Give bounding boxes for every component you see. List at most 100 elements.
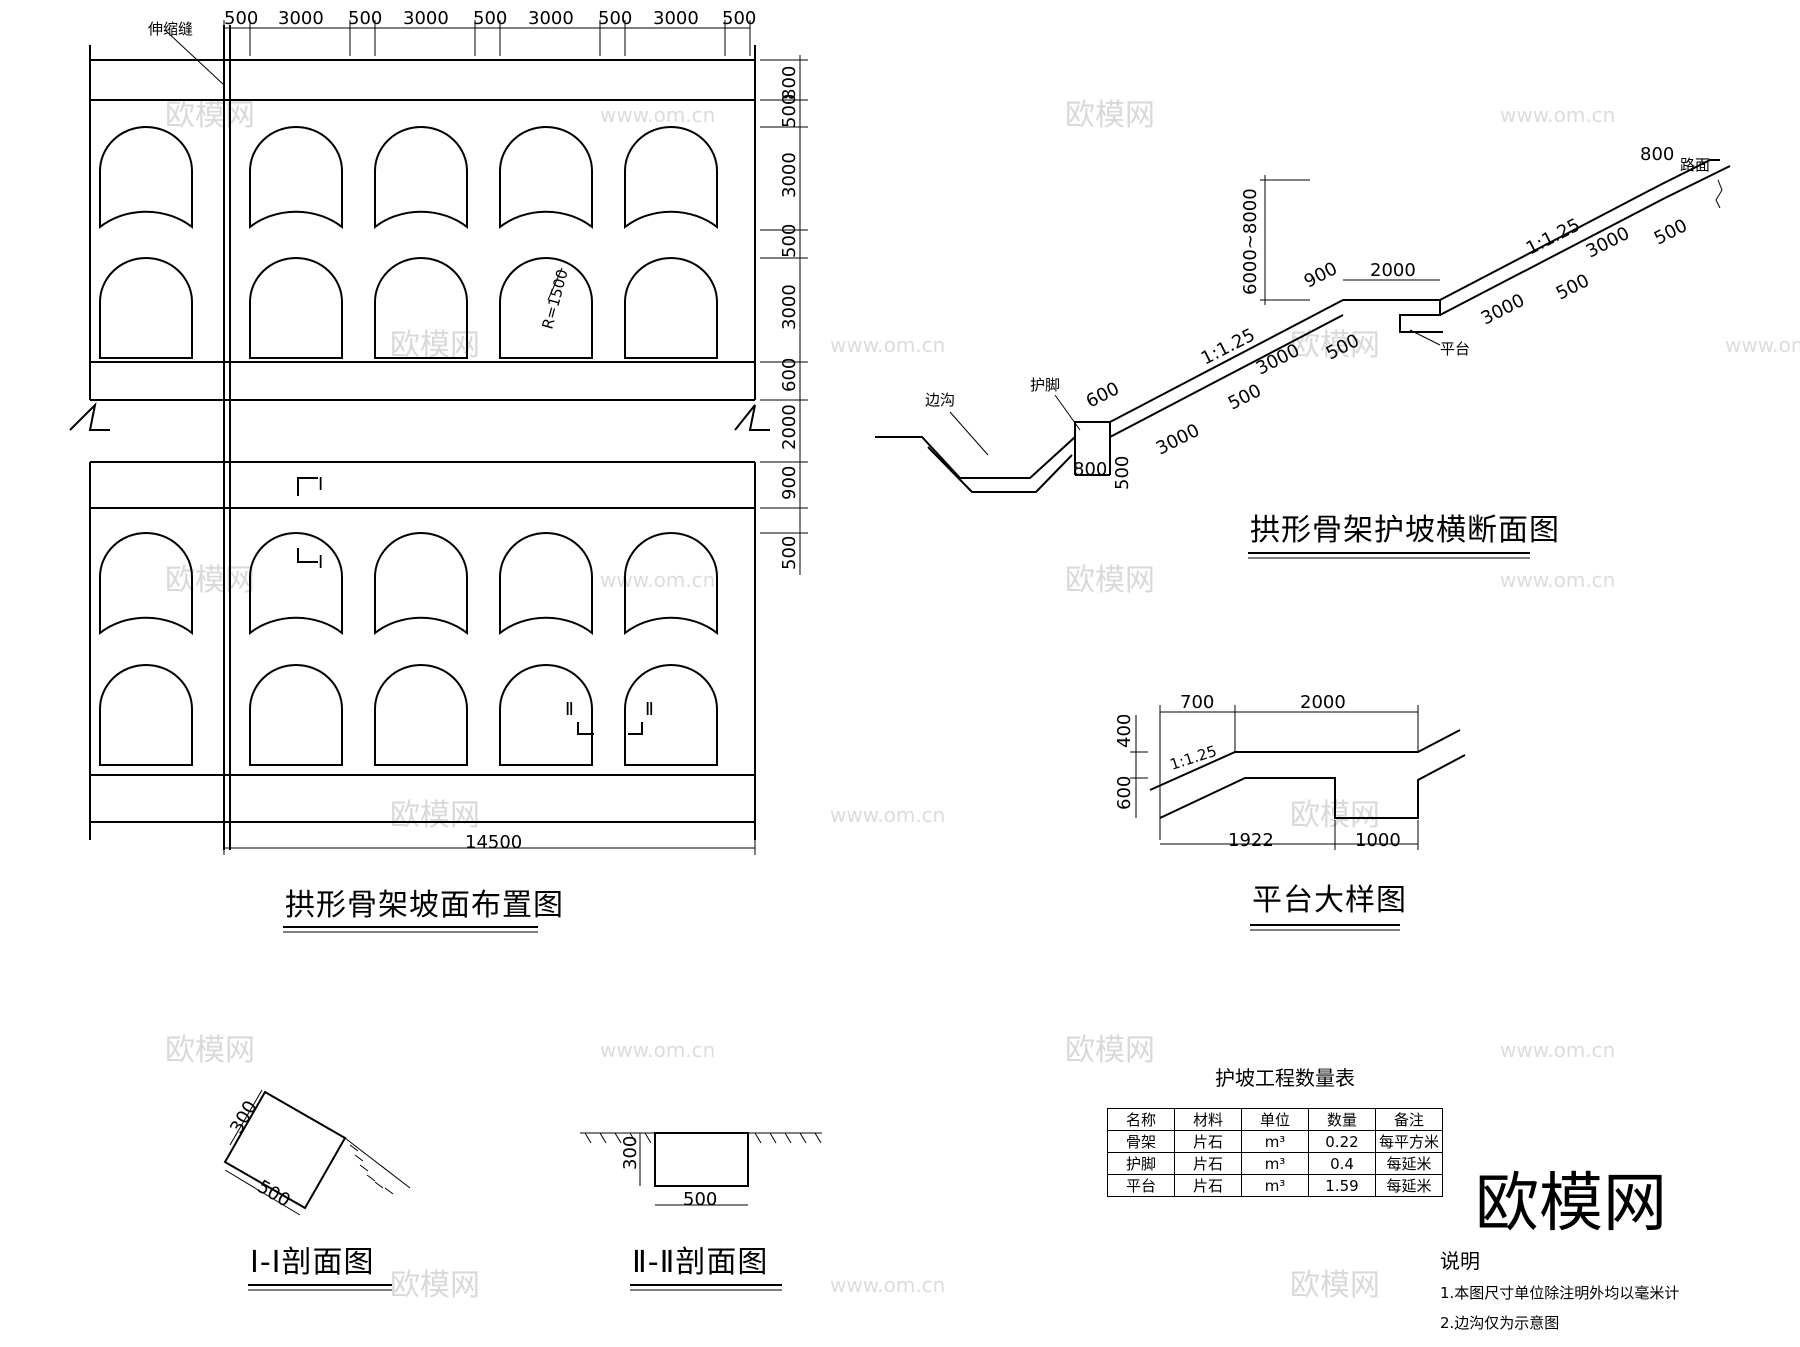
section-mark-1: I <box>318 474 323 495</box>
table-header-cell: 备注 <box>1375 1108 1443 1131</box>
quantity-table: 名称 材料 单位 数量 备注 骨架 片石 m³ 0.22 每平方米 护脚 片石 … <box>1107 1108 1443 1197</box>
section-mark-2: Ⅱ <box>645 699 654 720</box>
plan-top-dim: 500 <box>473 8 507 29</box>
notes-heading: 说明 <box>1440 1249 1480 1273</box>
table-cell: 片石 <box>1174 1174 1242 1197</box>
table-row: 骨架 片石 m³ 0.22 每平方米 <box>1107 1130 1443 1153</box>
watermark-url: www.om.cn <box>1725 333 1800 357</box>
table-cell: m³ <box>1241 1152 1309 1175</box>
plan-top-dim: 500 <box>224 8 258 29</box>
watermark-url: www.om.cn <box>600 103 715 127</box>
cross-dim: 900 <box>1301 258 1341 292</box>
table-header-cell: 名称 <box>1107 1108 1175 1131</box>
plan-top-dim: 3000 <box>278 8 324 29</box>
watermark-url: www.om.cn <box>830 803 945 827</box>
table-header-row: 名称 材料 单位 数量 备注 <box>1107 1108 1443 1131</box>
toe-label: 护脚 <box>1030 376 1060 394</box>
section1-dim: 300 <box>226 1097 261 1137</box>
plan-title: 拱形骨架坡面布置图 <box>285 888 564 923</box>
watermark-logo: 欧模网 <box>1065 1033 1155 1068</box>
section-2-title: Ⅱ-Ⅱ剖面图 <box>632 1245 768 1280</box>
table-cell: 1.59 <box>1308 1174 1376 1197</box>
cross-dim: 600 <box>1083 378 1123 412</box>
plan-top-dim: 3000 <box>528 8 574 29</box>
section2-dim: 300 <box>620 1136 641 1170</box>
platform-dim: 1000 <box>1355 830 1401 851</box>
watermark-url: www.om.cn <box>830 333 945 357</box>
plan-right-dim: 800 <box>779 66 800 100</box>
plan-top-dim: 500 <box>598 8 632 29</box>
plan-right-dim: 500 <box>779 536 800 570</box>
table-header-cell: 单位 <box>1241 1108 1309 1131</box>
table-cell: 片石 <box>1174 1152 1242 1175</box>
expansion-joint-label: 伸缩缝 <box>148 20 193 38</box>
watermark-logo: 欧模网 <box>390 798 480 833</box>
platform-label: 平台 <box>1440 340 1470 358</box>
table-cell: 0.4 <box>1308 1152 1376 1175</box>
platform-slope: 1:1.25 <box>1168 742 1219 774</box>
slope-label: 1:1.25 <box>1523 215 1584 260</box>
cross-section-title: 拱形骨架护坡横断面图 <box>1250 513 1560 548</box>
plan-top-dim: 500 <box>722 8 756 29</box>
slope-label: 1:1.25 <box>1198 325 1259 370</box>
cross-dim: 3000 <box>1153 420 1203 460</box>
table-cell: 骨架 <box>1107 1130 1175 1153</box>
cross-dim: 3000 <box>1253 340 1303 380</box>
table-cell: 平台 <box>1107 1174 1175 1197</box>
table-cell: 片石 <box>1174 1130 1242 1153</box>
cross-dim: 500 <box>1112 456 1133 490</box>
plan-right-dim: 600 <box>779 358 800 392</box>
brand-logo: 欧模网 <box>1475 1167 1667 1241</box>
platform-dim: 700 <box>1180 692 1214 713</box>
platform-dim: 400 <box>1114 714 1135 748</box>
plan-right-dim: 3000 <box>779 284 800 330</box>
watermark-logo: 欧模网 <box>165 98 255 133</box>
plan-right-dim: 500 <box>779 224 800 258</box>
radius-label: R=1500 <box>538 267 571 331</box>
section-1-view: 300 500 I-I剖面图 <box>223 1089 411 1291</box>
watermark-logo: 欧模网 <box>1290 1268 1380 1303</box>
table-row: 平台 片石 m³ 1.59 每延米 <box>1107 1174 1443 1197</box>
section-mark-1: I <box>318 552 323 573</box>
watermark-layer: 欧模网 欧模网 欧模网 欧模网 欧模网 欧模网 欧模网 欧模网 欧模网 欧模网 … <box>165 98 1800 1303</box>
table-cell: m³ <box>1241 1130 1309 1153</box>
cross-dim: 500 <box>1651 215 1691 249</box>
table-cell: 每延米 <box>1375 1174 1443 1197</box>
watermark-url: www.om.cn <box>600 1038 715 1062</box>
plan-view: 伸缩缝 R=1500 I I Ⅱ Ⅱ <box>69 8 808 933</box>
note-item: 1.本图尺寸单位除注明外均以毫米计 <box>1440 1284 1680 1302</box>
height-range: 6000~8000 <box>1240 188 1261 295</box>
plan-right-dim: 3000 <box>779 152 800 198</box>
watermark-url: www.om.cn <box>1500 568 1615 592</box>
plan-right-dim: 500 <box>779 94 800 128</box>
platform-dim: 2000 <box>1300 692 1346 713</box>
platform-dim: 1922 <box>1228 830 1274 851</box>
plan-top-dim: 500 <box>348 8 382 29</box>
plan-top-dim: 3000 <box>653 8 699 29</box>
watermark-url: www.om.cn <box>830 1273 945 1297</box>
table-header-cell: 数量 <box>1308 1108 1376 1131</box>
section-mark-2: Ⅱ <box>565 699 574 720</box>
plan-bottom-dim: 14500 <box>465 832 522 853</box>
table-row: 护脚 片石 m³ 0.4 每延米 <box>1107 1152 1443 1175</box>
platform-dim: 600 <box>1114 776 1135 810</box>
watermark-logo: 欧模网 <box>390 1268 480 1303</box>
watermark-url: www.om.cn <box>1500 1038 1615 1062</box>
table-cell: 护脚 <box>1107 1152 1175 1175</box>
watermark-logo: 欧模网 <box>165 563 255 598</box>
cross-dim: 2000 <box>1370 260 1416 281</box>
ditch-label: 边沟 <box>925 391 955 409</box>
road-label: 路面 <box>1680 156 1710 174</box>
watermark-logo: 欧模网 <box>165 1033 255 1068</box>
table-cell: 每平方米 <box>1375 1130 1443 1153</box>
section2-dim: 500 <box>683 1189 717 1210</box>
table-cell: m³ <box>1241 1174 1309 1197</box>
table-cell: 每延米 <box>1375 1152 1443 1175</box>
watermark-url: www.om.cn <box>1500 103 1615 127</box>
table-cell: 0.22 <box>1308 1130 1376 1153</box>
cross-dim: 800 <box>1073 459 1107 480</box>
cross-dim: 3000 <box>1583 223 1633 263</box>
watermark-logo: 欧模网 <box>1065 98 1155 133</box>
platform-detail-title: 平台大样图 <box>1252 883 1407 918</box>
cross-dim: 800 <box>1640 144 1674 165</box>
